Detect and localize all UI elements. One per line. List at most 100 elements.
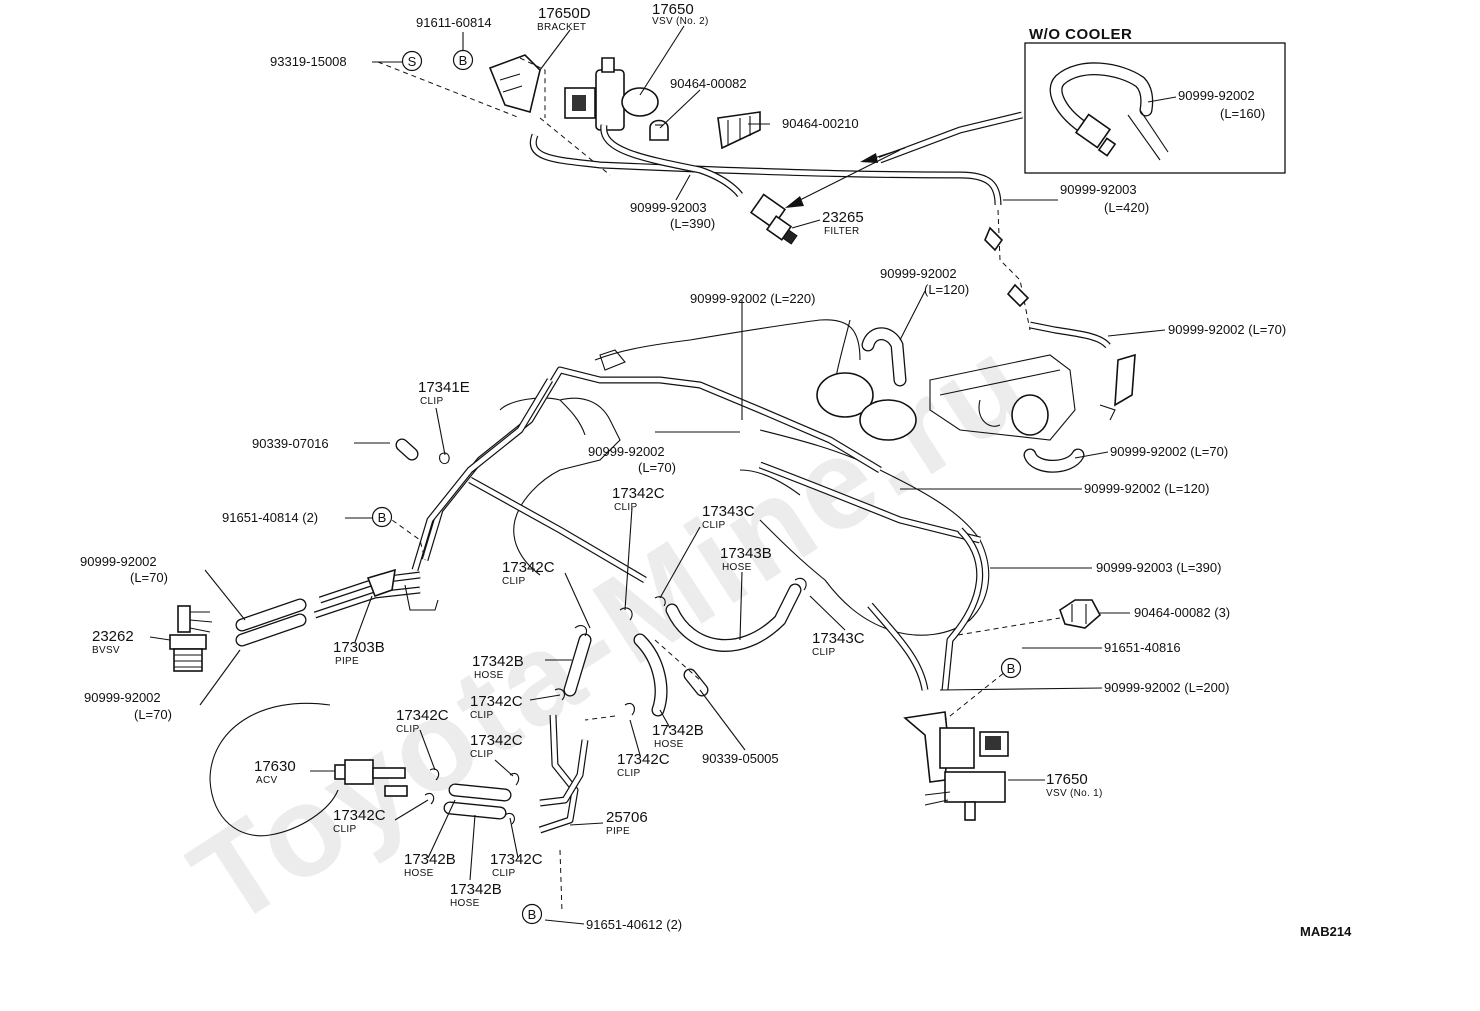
label-17650-vsv2: 17650 (652, 1, 694, 18)
label-17650-vsv2-sub: VSV (No. 2) (652, 16, 709, 27)
clip-glyphs (424, 452, 807, 825)
labels: 93319-15008 91611-60814 17650D BRACKET 1… (80, 1, 1352, 939)
label-23265: 23265 (822, 209, 864, 226)
label-17343c-b-sub: CLIP (812, 647, 835, 658)
label-90999-92002-l70-bvsv-bot-sub: (L=70) (134, 707, 172, 722)
label-17342c-f: 17342C (617, 751, 670, 768)
label-90999-92003-l390-top: 90999-92003 (630, 200, 707, 215)
label-17303b-sub: PIPE (335, 656, 359, 667)
label-17342b-d: 17342B (450, 881, 502, 898)
label-90999-92002-l70-right: 90999-92002 (L=70) (1168, 322, 1286, 337)
inset-filter-icon (1074, 113, 1117, 157)
label-17342c-g-sub: CLIP (333, 824, 356, 835)
without-cooler-inset: W/O COOLER (1024, 26, 1286, 174)
label-17342c-b: 17342C (502, 559, 555, 576)
label-90999-92002-l200: 90999-92002 (L=200) (1104, 680, 1229, 695)
label-90464-00082: 90464-00082 (670, 76, 747, 91)
label-90999-92002-l70-bvsv-top-sub: (L=70) (130, 570, 168, 585)
label-17342b-b: 17342B (652, 722, 704, 739)
label-90999-92002-l120: 90999-92002 (L=120) (1084, 481, 1209, 496)
label-91651-40814: 91651-40814 (2) (222, 510, 318, 525)
label-90999-92003-l390: 90999-92003 (L=390) (1096, 560, 1221, 575)
label-17342c-g: 17342C (333, 807, 386, 824)
label-17342c-d: 17342C (396, 707, 449, 724)
label-17343c-b: 17343C (812, 630, 865, 647)
label-90999-92002-l70-bvsv-top: 90999-92002 (80, 554, 157, 569)
label-90999-92002-l70-bvsv-bot: 90999-92002 (84, 690, 161, 705)
circle-marks: S B B B B (371, 49, 1022, 925)
label-90339-07016: 90339-07016 (252, 436, 329, 451)
label-17342c-a-sub: CLIP (614, 502, 637, 513)
label-90999-92002-l70-mid-sub: (L=70) (638, 460, 676, 475)
label-17342b-a: 17342B (472, 653, 524, 670)
label-17342c-f-sub: CLIP (617, 768, 640, 779)
label-90999-92002-l70-engine: 90999-92002 (L=70) (1110, 444, 1228, 459)
label-17342b-c-sub: HOSE (404, 868, 434, 879)
label-17342c-b-sub: CLIP (502, 576, 525, 587)
vsv-no1-icon (903, 711, 1009, 821)
label-90339-05005: 90339-05005 (702, 751, 779, 766)
label-17650-vsv1: 17650 (1046, 771, 1088, 788)
label-90999-92002-l160-sub: (L=160) (1220, 106, 1265, 121)
label-91611-60814: 91611-60814 (416, 15, 492, 30)
clip-90464-00210-icon (717, 111, 761, 150)
mark-b-left: B (378, 510, 387, 525)
label-17342b-c: 17342B (404, 851, 456, 868)
diagram-code: MAB214 (1300, 924, 1352, 939)
label-23265-sub: FILTER (824, 226, 860, 237)
label-17650d: 17650D (538, 5, 591, 22)
label-17342c-h-sub: CLIP (492, 868, 515, 879)
label-17341e-sub: CLIP (420, 396, 443, 407)
label-90999-92002-l120-top-sub: (L=120) (924, 282, 969, 297)
label-90999-92002-l70-mid: 90999-92002 (588, 444, 665, 459)
label-91651-40612: 91651-40612 (2) (586, 917, 682, 932)
label-17343c-a: 17343C (702, 503, 755, 520)
label-17343c-a-sub: CLIP (702, 520, 725, 531)
engine-outline (499, 319, 1076, 636)
mark-b-top: B (459, 53, 468, 68)
bvsv-23262-icon (169, 605, 213, 672)
pipe-17303b (313, 366, 882, 619)
label-23262-sub: BVSV (92, 645, 120, 656)
label-17341e: 17341E (418, 379, 470, 396)
mark-b-right: B (1007, 661, 1016, 676)
filter-23265-icon (749, 193, 798, 245)
label-17342b-d-sub: HOSE (450, 898, 480, 909)
label-17630-sub: ACV (256, 775, 277, 786)
label-17342c-c: 17342C (470, 693, 523, 710)
label-17650d-sub: BRACKET (537, 22, 586, 33)
label-17342c-c-sub: CLIP (470, 710, 493, 721)
inset-title: W/O COOLER (1029, 26, 1132, 43)
watermark: Toyota-Mine.ru (167, 309, 1053, 954)
label-93319-15008: 93319-15008 (270, 54, 347, 69)
label-17303b: 17303B (333, 639, 385, 656)
label-17342c-a: 17342C (612, 485, 665, 502)
label-17343b-sub: HOSE (722, 562, 752, 573)
label-17342c-e: 17342C (470, 732, 523, 749)
label-17342c-e-sub: CLIP (470, 749, 493, 760)
label-25706-sub: PIPE (606, 826, 630, 837)
mark-b-bottom: B (528, 907, 537, 922)
label-90999-92003-l420-sub: (L=420) (1104, 200, 1149, 215)
acv-17630-icon (209, 702, 408, 837)
label-23262: 23262 (92, 628, 134, 645)
label-90999-92003-l420: 90999-92003 (1060, 182, 1137, 197)
label-17342b-b-sub: HOSE (654, 739, 684, 750)
label-17630: 17630 (254, 758, 296, 775)
label-17342c-d-sub: CLIP (396, 724, 419, 735)
clip-set-icon (1059, 599, 1102, 629)
label-90464-00210: 90464-00210 (782, 116, 859, 131)
label-90464-00082-3: 90464-00082 (3) (1134, 605, 1230, 620)
label-25706: 25706 (606, 809, 648, 826)
label-17343b: 17343B (720, 545, 772, 562)
label-17650-vsv1-sub: VSV (No. 1) (1046, 788, 1103, 799)
vsv-no2-assembly (377, 54, 659, 176)
label-17342c-h: 17342C (490, 851, 543, 868)
label-90999-92002-l220: 90999-92002 (L=220) (690, 291, 815, 306)
label-90999-92002-l160: 90999-92002 (1178, 88, 1255, 103)
mark-s-top: S (408, 54, 417, 69)
label-91651-40816: 91651-40816 (1104, 640, 1181, 655)
leader-lines (149, 25, 1177, 925)
